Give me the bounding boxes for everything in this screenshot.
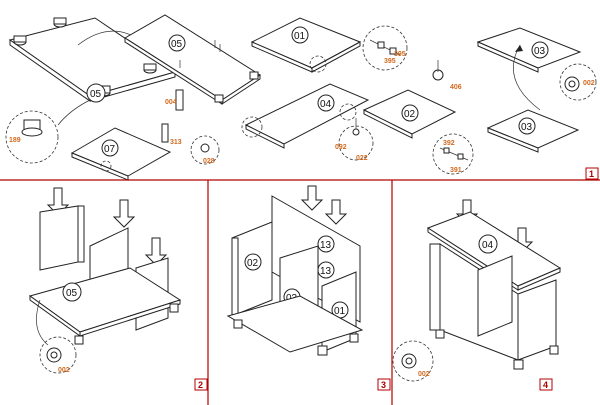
panel-03-lower: 03 — [486, 109, 580, 153]
hardware-label-028: 028 — [203, 158, 215, 165]
panel-label-s3-02: 02 — [247, 258, 259, 269]
down-arrow-icon-5 — [324, 199, 348, 225]
detail-189: 189 — [5, 99, 91, 164]
panel-label-03b: 03 — [521, 122, 533, 133]
detail-092-022: 092 022 — [335, 118, 374, 162]
panel-04: 04 — [241, 83, 370, 149]
hardware-label-002b: 002 — [58, 367, 70, 374]
panel-label-05a: 05 — [90, 89, 102, 100]
step-3-region: 02 03 01 13 13 3 — [226, 185, 391, 391]
hardware-label-002c: 002 — [418, 371, 430, 378]
panel-02: 02 — [362, 89, 457, 139]
hardware-004: 004 — [165, 89, 184, 111]
panel-07: 07 — [70, 127, 172, 181]
detail-028: 028 — [190, 135, 220, 165]
step-badge-1: 1 — [585, 167, 599, 180]
panel-label-07: 07 — [104, 144, 116, 155]
down-arrow-icon-4 — [300, 185, 324, 211]
step-label-4: 4 — [543, 380, 548, 390]
hardware-label-313: 313 — [170, 139, 182, 146]
hardware-label-406: 406 — [450, 84, 462, 91]
step-4-region: 04 002 4 — [392, 199, 562, 391]
hardware-label-395b: 395 — [394, 51, 406, 58]
panel-label-02: 02 — [404, 109, 416, 120]
detail-391-392: 392 391 — [432, 133, 474, 175]
hardware-label-392: 392 — [443, 140, 455, 147]
hardware-label-092: 092 — [335, 144, 347, 151]
panel-label-05b: 05 — [171, 39, 183, 50]
step-badge-4: 4 — [539, 378, 553, 391]
panel-03-upper: 03 — [476, 27, 582, 111]
hardware-label-022: 022 — [356, 155, 368, 162]
step-badge-3: 3 — [377, 378, 391, 391]
panel-label-s2-05: 05 — [66, 288, 78, 299]
down-arrow-icon-2 — [112, 199, 136, 228]
panel-05-flat: 05 — [124, 14, 261, 105]
step-2-region: 05 002 2 — [28, 187, 208, 391]
panel-label-04: 04 — [320, 99, 332, 110]
hardware-label-004: 004 — [165, 99, 177, 106]
hardware-002-right: 002 — [559, 63, 597, 101]
hardware-label-395a: 395 — [384, 58, 396, 65]
panel-label-s3-01: 01 — [334, 306, 346, 317]
hardware-313: 313 — [161, 123, 182, 146]
hardware-406: 406 — [432, 60, 462, 91]
step-1-region: 05 05 01 — [5, 14, 599, 181]
step-label-1: 1 — [589, 169, 594, 179]
panel-label-s3-13a: 13 — [320, 240, 332, 251]
rotate-arrow-icon-2 — [515, 45, 523, 52]
panel-label-s4-04: 04 — [482, 240, 494, 251]
panel-05-upper: 05 — [8, 17, 177, 103]
step-label-3: 3 — [381, 380, 386, 390]
panel-label-s3-13b: 13 — [320, 266, 332, 277]
detail-395-top: 395 395 — [362, 25, 408, 71]
hardware-label-189: 189 — [9, 137, 21, 144]
step-badge-2: 2 — [194, 378, 208, 391]
step-label-2: 2 — [198, 380, 203, 390]
hardware-label-391: 391 — [450, 167, 462, 174]
panel-label-01: 01 — [294, 31, 306, 42]
hardware-label-002a: 002 — [583, 80, 595, 87]
panel-01: 01 — [250, 17, 362, 73]
panel-label-03a: 03 — [534, 46, 546, 57]
